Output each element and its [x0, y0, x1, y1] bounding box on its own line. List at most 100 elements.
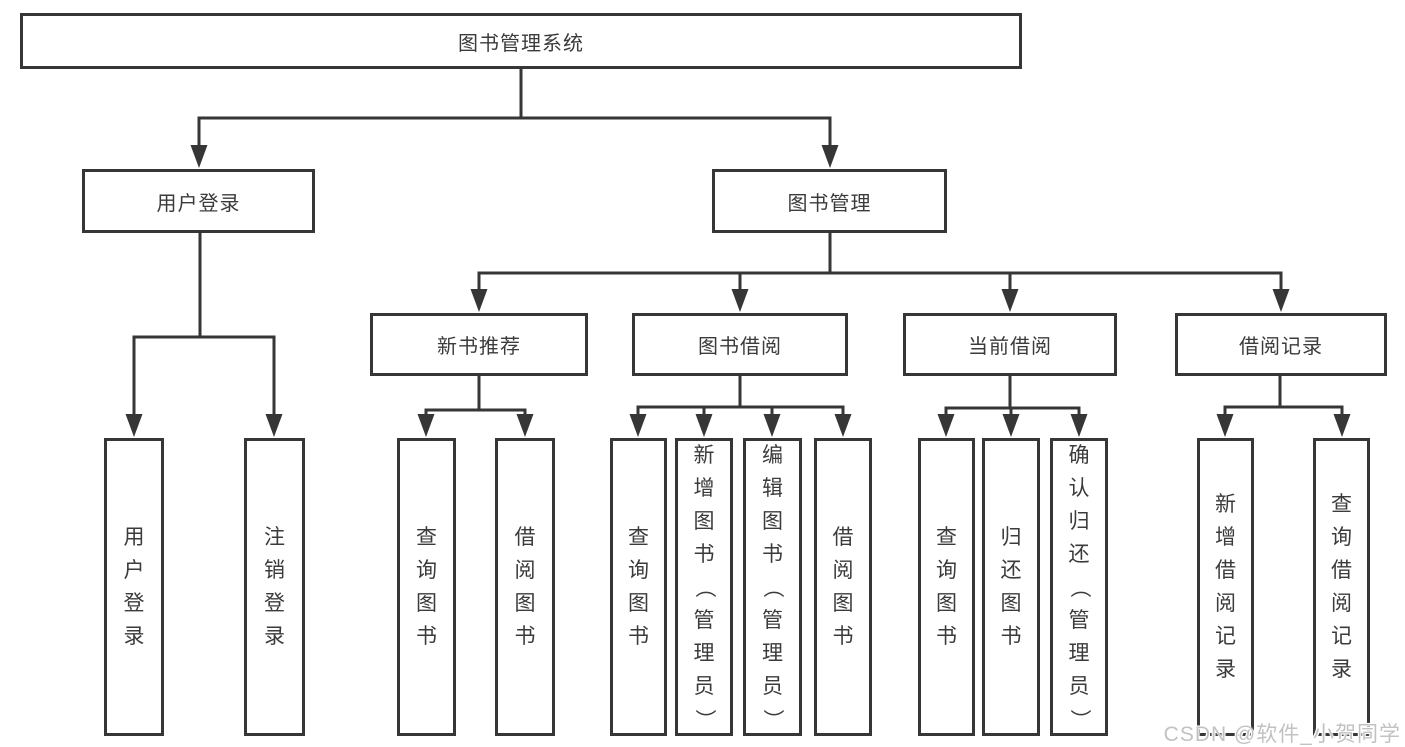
- leaf-confirm-return-admin: 确认归还 （ 管理员 ）: [1050, 438, 1108, 736]
- leaf-label-char: ）: [761, 708, 784, 730]
- leaf-label-char: 确: [1068, 443, 1090, 467]
- watermark: CSDN @软件_小贺同学: [1163, 723, 1401, 746]
- leaf-label-char: 员: [1068, 674, 1090, 698]
- leaf-label-char: 用: [123, 526, 145, 549]
- leaf-label-char: 增: [1215, 526, 1236, 549]
- leaf-label-char: ）: [1067, 708, 1091, 730]
- leaf-label-char: 员: [693, 674, 715, 698]
- leaf-label-char: 阅: [514, 559, 536, 582]
- leaf-label-char: 图: [1000, 592, 1022, 615]
- leaf-label-char: 查: [416, 526, 437, 549]
- leaf-add-borrow-record: 新增借阅记录: [1197, 438, 1254, 736]
- leaf-borrow-books: 借阅图书: [814, 438, 872, 736]
- leaf-label-char: 图: [628, 592, 649, 615]
- node-book-management: 图书管理: [712, 169, 947, 233]
- node-root-label: 图书管理系统: [458, 32, 584, 55]
- leaf-label-char: 书: [416, 625, 437, 648]
- leaf-label-char: 理: [1068, 641, 1090, 665]
- leaf-label-char: 增: [693, 476, 715, 500]
- leaf-label-char: 查: [1331, 493, 1352, 516]
- leaf-add-book-admin: 新增图书 （ 管理员 ）: [675, 438, 733, 736]
- node-current-borrow-label: 当前借阅: [968, 336, 1052, 358]
- leaf-label-char: 理: [762, 641, 783, 665]
- leaf-label-char: 记: [1215, 625, 1236, 648]
- node-root: 图书管理系统: [20, 13, 1022, 69]
- leaf-label-char: 图: [693, 509, 715, 533]
- node-book-management-label: 图书管理: [787, 192, 872, 215]
- leaf-label-char: 询: [1331, 526, 1352, 549]
- node-book-borrow: 图书借阅: [632, 313, 848, 376]
- node-book-borrow-label: 图书借阅: [698, 336, 782, 358]
- leaf-label-char: 归: [1000, 526, 1022, 549]
- leaf-label-char: 书: [832, 625, 854, 648]
- leaf-label-char: （: [1067, 576, 1091, 598]
- leaf-label-char: 录: [264, 625, 285, 648]
- node-borrow-records-label: 借阅记录: [1239, 336, 1323, 358]
- leaf-label-char: 还: [1068, 542, 1090, 566]
- leaf-label-char: 管: [693, 608, 715, 632]
- leaf-label-char: 销: [264, 559, 285, 582]
- leaf-label-char: 录: [1331, 658, 1352, 681]
- leaf-label-char: 借: [1331, 559, 1352, 582]
- leaf-label-char: 书: [762, 542, 783, 566]
- leaf-label-char: 员: [762, 674, 783, 698]
- arrowheads: [125, 145, 1351, 437]
- leaf-label-char: 图: [514, 592, 536, 615]
- leaf-label-char: 管: [762, 608, 783, 632]
- leaf-label-char: 查: [936, 526, 957, 549]
- leaf-label-char: ）: [692, 708, 716, 730]
- node-new-book-recommend: 新书推荐: [370, 313, 588, 376]
- node-borrow-records: 借阅记录: [1175, 313, 1387, 376]
- leaf-borrow-books-recommend: 借阅图书: [495, 438, 555, 736]
- leaf-label-char: 借: [832, 526, 854, 549]
- leaf-query-borrow-record: 查询借阅记录: [1313, 438, 1370, 736]
- leaf-user-login: 用户登录: [104, 438, 164, 736]
- node-current-borrow: 当前借阅: [903, 313, 1117, 376]
- leaf-label-char: 阅: [1215, 592, 1236, 615]
- leaf-logout: 注销登录: [244, 438, 305, 736]
- leaf-label-char: 认: [1068, 476, 1090, 500]
- leaf-label-char: 询: [416, 559, 437, 582]
- leaf-label-char: 书: [693, 542, 715, 566]
- leaf-label-char: 录: [123, 625, 145, 648]
- leaf-label-char: 还: [1000, 559, 1022, 582]
- leaf-label-char: 图: [936, 592, 957, 615]
- leaf-query-books-borrow: 查询图书: [610, 438, 667, 736]
- node-new-book-recommend-label: 新书推荐: [437, 336, 521, 358]
- leaf-label-char: 管: [1068, 608, 1090, 632]
- leaf-label-char: 书: [936, 625, 957, 648]
- leaf-label-char: （: [692, 576, 716, 598]
- leaf-label-char: 图: [762, 509, 783, 533]
- leaf-label-char: 借: [1215, 559, 1236, 582]
- node-user-login: 用户登录: [82, 169, 315, 233]
- leaf-label-char: 注: [264, 526, 285, 549]
- leaf-label-char: 阅: [1331, 592, 1352, 615]
- leaf-label-char: 图: [832, 592, 854, 615]
- leaf-label-char: （: [761, 576, 784, 598]
- leaf-label-char: 户: [123, 559, 145, 582]
- leaf-query-books-recommend: 查询图书: [397, 438, 456, 736]
- leaf-label-char: 阅: [832, 559, 854, 582]
- leaf-label-char: 书: [514, 625, 536, 648]
- leaf-label-char: 借: [514, 526, 536, 549]
- leaf-label-char: 询: [628, 559, 649, 582]
- leaf-label-char: 新: [693, 443, 715, 467]
- leaf-label-char: 登: [264, 592, 285, 615]
- leaf-label-char: 图: [416, 592, 437, 615]
- leaf-label-char: 编: [762, 443, 783, 467]
- leaf-label-char: 询: [936, 559, 957, 582]
- leaf-label-char: 记: [1331, 625, 1352, 648]
- leaf-label-char: 辑: [762, 476, 783, 500]
- leaf-label-char: 新: [1215, 493, 1236, 516]
- leaf-query-books-current: 查询图书: [918, 438, 975, 736]
- leaf-return-book: 归还图书: [982, 438, 1040, 736]
- leaf-label-char: 书: [1000, 625, 1022, 648]
- leaf-label-char: 录: [1215, 658, 1236, 681]
- leaf-label-char: 书: [628, 625, 649, 648]
- leaf-label-char: 查: [628, 526, 649, 549]
- leaf-edit-book-admin: 编辑图书 （ 管理员 ）: [743, 438, 802, 736]
- leaf-label-char: 归: [1068, 509, 1090, 533]
- leaf-label-char: 理: [693, 641, 715, 665]
